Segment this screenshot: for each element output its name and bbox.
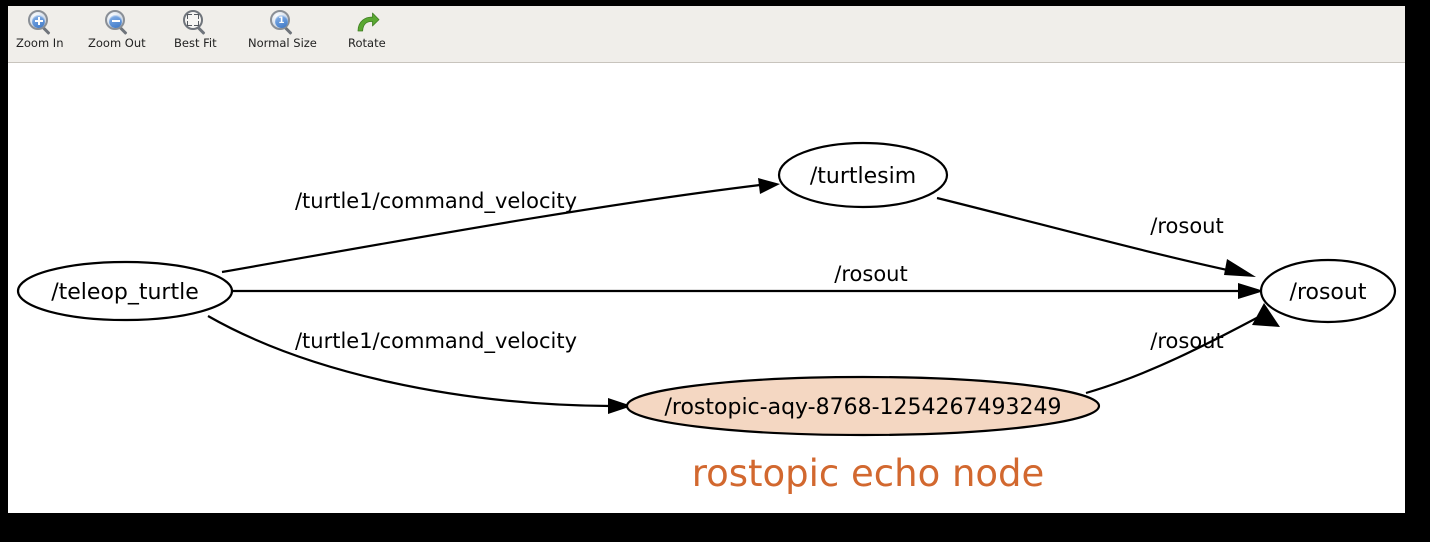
normal-size-label: Normal Size [248, 36, 317, 50]
node-turtlesim[interactable]: /turtlesim [777, 141, 949, 209]
node-rostopic-echo[interactable]: /rostopic-aqy-8768-1254267493249 [625, 375, 1101, 437]
arrow-head [1252, 303, 1280, 327]
edge-turtlesim-to-rosout: /rosout [936, 196, 1256, 277]
toolbar: Zoom In Zoom Out Best Fit [8, 6, 1405, 63]
edge-label: /rosout [1150, 214, 1223, 238]
best-fit-button[interactable]: Best Fit [174, 10, 217, 60]
edge-label: /rosout [1150, 329, 1223, 353]
edge-teleop-to-rostopic: /turtle1/command_velocity [207, 315, 632, 414]
edge-teleop-to-rosout: /rosout [232, 262, 1264, 299]
edge-label: /turtle1/command_velocity [295, 189, 577, 214]
zoom-out-button[interactable]: Zoom Out [88, 10, 146, 60]
magnifier-minus-icon [104, 10, 130, 36]
zoom-in-label: Zoom In [16, 36, 64, 50]
node-label: /rostopic-aqy-8768-1254267493249 [665, 395, 1062, 420]
edge-rostopic-to-rosout: /rosout [1085, 303, 1280, 395]
graph-canvas[interactable]: /turtle1/command_velocity /rosout /turtl… [8, 63, 1405, 513]
normal-size-button[interactable]: 1 Normal Size [248, 10, 317, 60]
node-label: /turtlesim [810, 164, 916, 189]
rotate-label: Rotate [348, 36, 386, 50]
edge-teleop-to-turtlesim: /turtle1/command_velocity [221, 178, 780, 274]
magnifier-fit-icon [182, 10, 208, 36]
magnifier-plus-icon [27, 10, 53, 36]
edge-label: /turtle1/command_velocity [295, 329, 577, 354]
rotate-arrow-icon [354, 10, 380, 36]
node-label: /teleop_turtle [51, 280, 199, 305]
arrow-head [758, 178, 780, 194]
rotate-button[interactable]: Rotate [348, 10, 386, 60]
arrow-head [1224, 259, 1256, 277]
arrow-head [1238, 283, 1264, 299]
node-rosout[interactable]: /rosout [1259, 258, 1397, 324]
zoom-in-button[interactable]: Zoom In [16, 10, 64, 60]
best-fit-label: Best Fit [174, 36, 217, 50]
node-label: /rosout [1290, 280, 1367, 305]
annotation-caption: rostopic echo node [692, 452, 1045, 495]
node-teleop-turtle[interactable]: /teleop_turtle [16, 260, 234, 322]
edge-label: /rosout [834, 262, 907, 286]
magnifier-one-icon: 1 [269, 10, 295, 36]
arrow-head [608, 398, 632, 414]
zoom-out-label: Zoom Out [88, 36, 146, 50]
